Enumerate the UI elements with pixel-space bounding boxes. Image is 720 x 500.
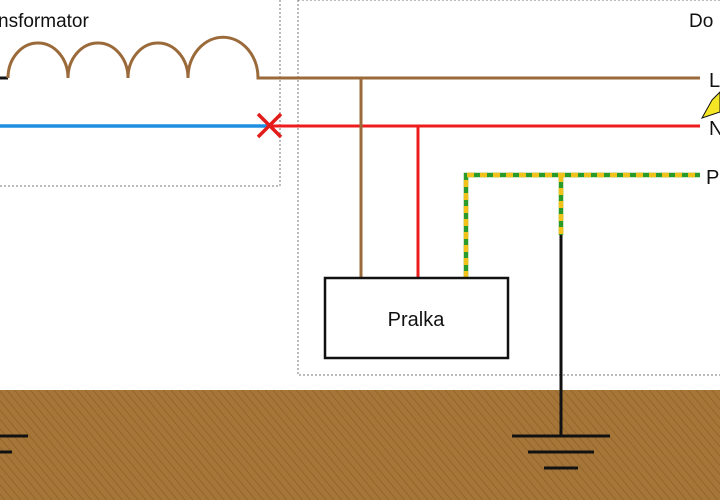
line-label-l: L	[709, 70, 720, 92]
neutral-break-mark	[256, 112, 283, 139]
house-label: Do	[689, 11, 713, 32]
transformer-box	[0, 0, 281, 187]
line-label-n: N	[709, 118, 720, 140]
transformer-label: nsformator	[0, 11, 89, 32]
neutral-fault-wire	[272, 122, 700, 278]
transformer-earth-icon	[0, 434, 28, 454]
earth-ground-icon	[512, 434, 610, 470]
appliance-label: Pralka	[388, 309, 446, 331]
transformer-coil	[6, 35, 700, 80]
pe-conductor	[463, 172, 700, 278]
ground-soil	[0, 390, 720, 500]
line-label-pe: P	[706, 167, 719, 189]
lightning-icon	[700, 91, 720, 119]
appliance-box	[323, 276, 510, 360]
